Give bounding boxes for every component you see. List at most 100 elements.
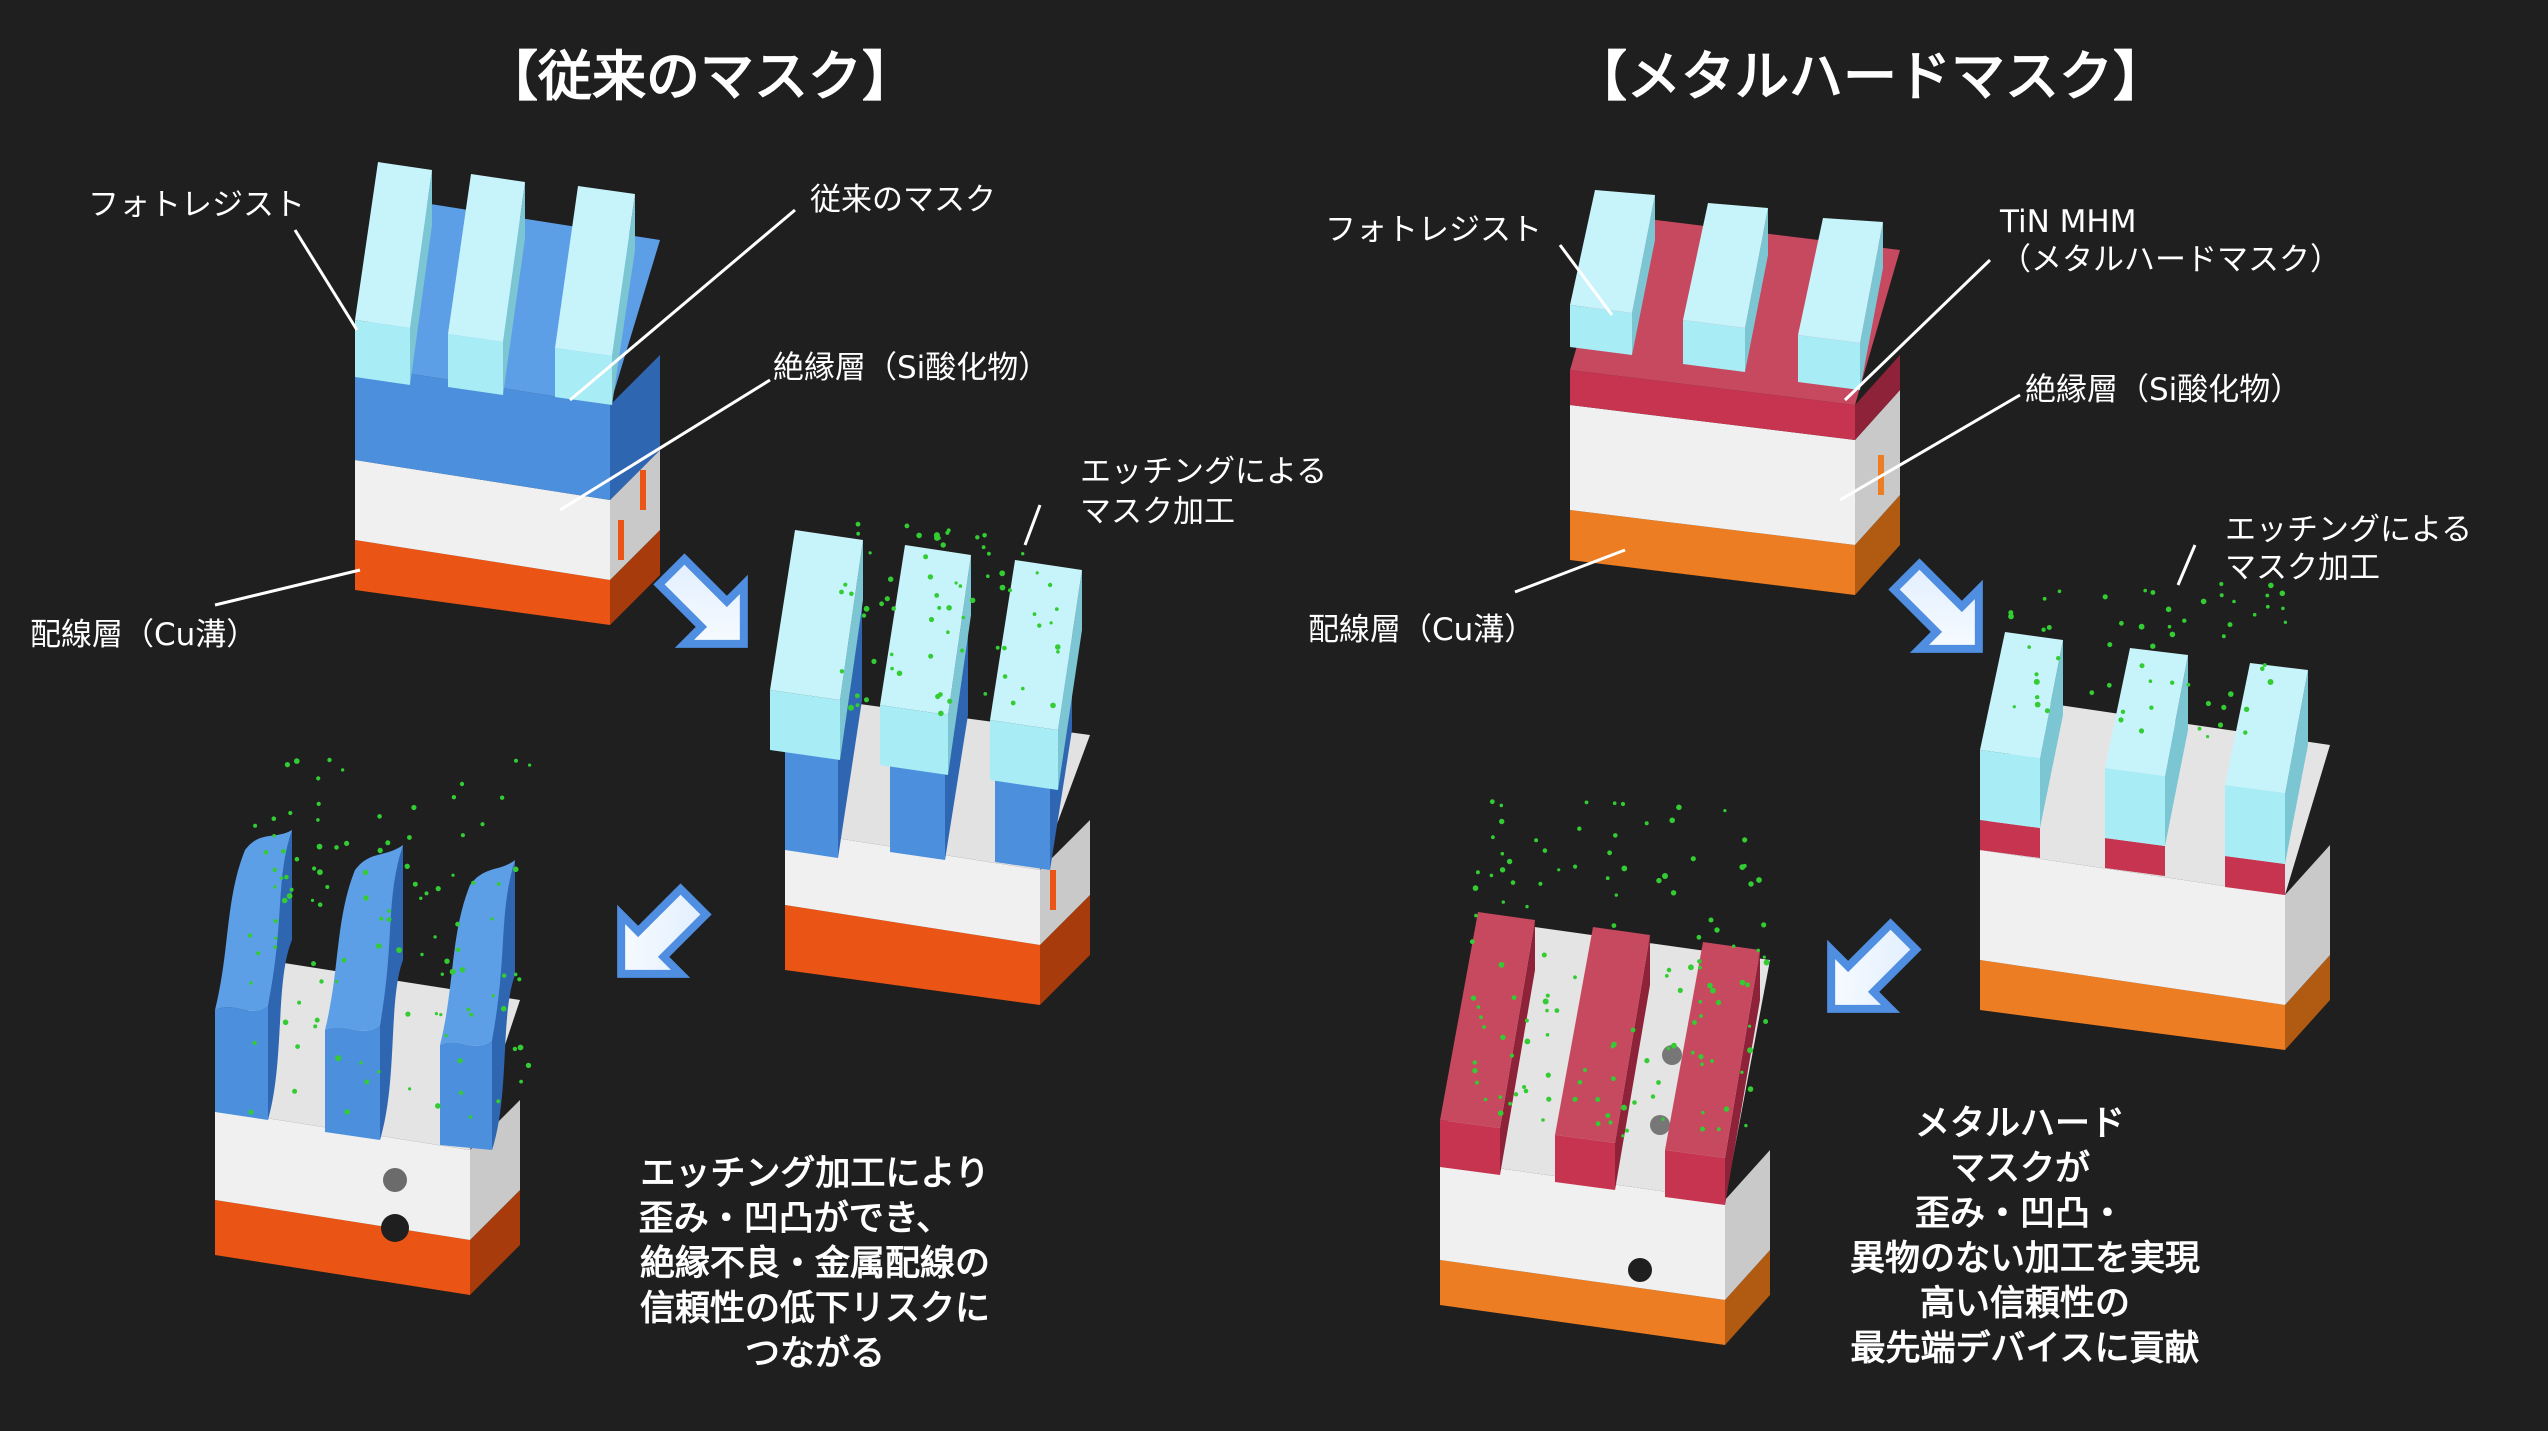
etching-particle: [2089, 690, 2095, 696]
etching-particle: [396, 947, 402, 953]
right-caption-line-1: メタルハード: [1915, 1104, 2125, 1144]
etching-particle: [316, 801, 321, 807]
etching-particle: [294, 758, 300, 764]
etching-particle: [1612, 801, 1617, 805]
etching-particle: [1763, 959, 1770, 966]
etching-particle: [889, 652, 894, 657]
etching-particle: [316, 818, 320, 822]
etching-particle: [420, 952, 424, 957]
etching-particle: [1723, 809, 1727, 813]
etching-particle: [2138, 728, 2145, 734]
etching-particle: [2042, 596, 2047, 601]
right-label-insulator: 絶縁層（Si酸化物）: [2025, 372, 2301, 408]
etching-particle: [2281, 606, 2285, 611]
etching-particle: [2205, 700, 2211, 707]
etching-particle: [1499, 818, 1505, 825]
right-title: 【メタルハードマスク】: [1573, 45, 2167, 108]
etching-particle: [2268, 582, 2274, 589]
etching-particle: [1699, 1014, 1703, 1018]
etching-particle: [499, 795, 505, 800]
etching-particle: [2262, 663, 2267, 667]
etching-particle: [839, 589, 844, 595]
etching-particle: [1469, 939, 1475, 945]
etching-particle: [1542, 848, 1548, 853]
etching-particle: [513, 972, 518, 977]
etching-particle: [2283, 620, 2288, 624]
etching-particle: [1745, 982, 1750, 988]
etching-particle: [1621, 1104, 1627, 1111]
etching-particle: [435, 1103, 441, 1109]
etching-particle: [444, 1034, 448, 1038]
etching-particle: [1644, 1058, 1650, 1064]
etching-particle: [868, 551, 872, 555]
etching-particle: [2046, 625, 2052, 630]
etching-particle: [363, 895, 369, 901]
etching-particle: [1697, 959, 1702, 964]
etching-particle: [1748, 1024, 1752, 1028]
etching-particle: [982, 533, 987, 538]
etching-particle: [1650, 1094, 1656, 1099]
etching-particle: [2027, 645, 2031, 649]
etching-particle: [517, 977, 522, 982]
etching-particle: [1710, 987, 1716, 994]
etching-particle: [468, 1115, 473, 1119]
etching-particle: [1541, 1118, 1545, 1122]
right-caption-line-5: 高い信頼性の: [1920, 1284, 2130, 1324]
etching-particle: [999, 584, 1006, 591]
etching-particle: [1499, 867, 1506, 873]
etching-particle: [496, 882, 501, 886]
etching-particle: [916, 532, 922, 539]
right-label-tin-mhm-2: （メタルハードマスク）: [2000, 242, 2341, 278]
etching-particle: [469, 1012, 474, 1017]
etching-particle: [249, 981, 253, 985]
etching-particle: [879, 601, 884, 607]
etching-particle: [458, 1090, 464, 1096]
etching-particle: [263, 850, 269, 855]
etching-particle: [281, 897, 288, 904]
etching-particle: [451, 795, 457, 800]
etching-particle: [1669, 817, 1675, 824]
left-arrow-down-left: [617, 883, 712, 978]
etching-particle: [252, 1040, 257, 1046]
etching-particle: [861, 613, 867, 618]
etching-particle: [2041, 627, 2046, 632]
right-caption-line-6: 最先端デバイスに貢献: [1851, 1328, 2200, 1369]
etching-particle: [2169, 631, 2176, 638]
etching-particle: [1557, 868, 1561, 872]
etching-particle: [1632, 1100, 1637, 1105]
etching-particle: [970, 597, 976, 603]
etching-particle: [1509, 1053, 1514, 1058]
etching-particle: [1522, 1085, 1527, 1089]
etching-particle: [273, 919, 278, 924]
etching-particle: [1510, 880, 1516, 885]
etching-particle: [1662, 873, 1668, 879]
etching-particle: [1690, 1050, 1695, 1055]
etching-particle: [387, 909, 391, 913]
etching-particle: [294, 856, 300, 862]
etching-particle: [1614, 893, 1619, 897]
right-caption: メタルハード マスクが 歪み・凹凸・ 異物のない加工を実現 高い信頼性の 最先端…: [1850, 1104, 2200, 1369]
etching-particle: [928, 653, 934, 659]
etching-particle: [927, 574, 934, 580]
etching-particle: [855, 703, 860, 708]
etching-particle: [512, 1046, 518, 1052]
etching-particle: [491, 994, 495, 998]
etching-particle: [2150, 590, 2156, 595]
etching-particle: [1500, 1034, 1506, 1041]
etching-particle: [1611, 1041, 1617, 1048]
etching-particle: [480, 822, 485, 827]
etching-particle: [313, 1024, 318, 1029]
etching-particle: [2221, 704, 2227, 711]
left-stack-distorted: [215, 757, 532, 1295]
etching-particle: [891, 606, 896, 611]
etching-particle: [946, 630, 950, 634]
right-caption-line-2: マスクが: [1950, 1149, 2090, 1189]
etching-particle: [2149, 705, 2154, 710]
etching-particle: [1670, 890, 1677, 896]
etching-particle: [2186, 682, 2191, 687]
etching-particle: [404, 863, 410, 869]
etching-particle: [295, 1044, 300, 1049]
etching-particle: [2012, 705, 2016, 709]
etching-particle: [1545, 1072, 1551, 1078]
etching-particle: [502, 973, 507, 978]
